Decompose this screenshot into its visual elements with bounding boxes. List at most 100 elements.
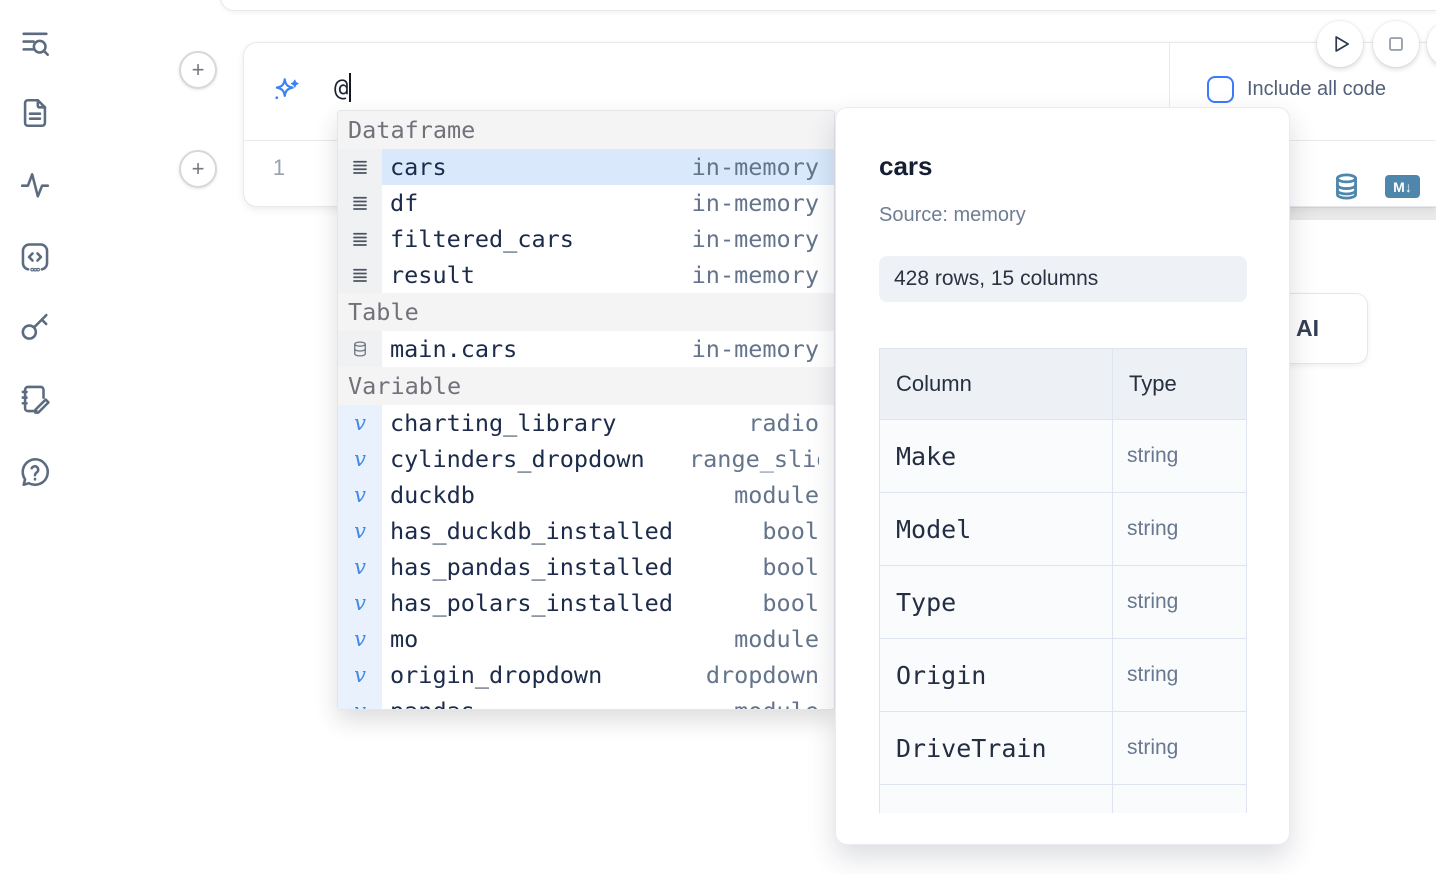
list-search-icon[interactable] [18,26,52,60]
item-name: has_duckdb_installed [390,517,673,545]
item-type: in-memory [691,335,819,363]
autocomplete-item[interactable]: cars in-memory [338,149,834,185]
database-icon[interactable] [1332,171,1361,202]
add-cell-above-button[interactable]: + [179,51,217,89]
variable-icon: v [338,513,382,549]
variable-icon: v [338,657,382,693]
schema-column-name: Type [879,565,1113,639]
dataframe-icon [338,149,382,185]
autocomplete-section-header: Dataframe [338,111,834,149]
activity-icon[interactable] [18,168,52,202]
schema-column-type: string [1112,492,1247,566]
item-type: in-memory [691,261,819,289]
variable-icon: v [338,621,382,657]
item-type: dropdown [705,661,819,689]
item-name: df [390,189,419,217]
schema-column-name: Origin [879,638,1113,712]
item-name: main.cars [390,335,518,363]
item-name: mo [390,625,419,653]
schema-column-name [879,784,1113,813]
item-name: result [390,261,475,289]
dataframe-preview-popup: cars Source: memory 428 rows, 15 columns… [835,107,1290,845]
schema-column-type [1112,784,1247,813]
autocomplete-item[interactable]: v charting_library radio [338,405,834,441]
text-caret [349,73,352,102]
autocomplete-section-header: Table [338,293,834,331]
autocomplete-item[interactable]: v has_polars_installed bool [338,585,834,621]
preview-source: Source: memory [879,204,1026,226]
autocomplete-item[interactable]: vpandasmodule [338,693,834,709]
item-name: pandas [390,697,475,709]
prompt-value: @ [334,73,352,102]
autocomplete-section-header: Variable [338,367,834,405]
schema-column-type: string [1112,419,1247,493]
item-type: in-memory [691,225,819,253]
dataframe-icon [338,185,382,221]
item-name: cylinders_dropdown [390,445,645,473]
autocomplete-item[interactable]: main.cars in-memory [338,331,834,367]
extra-action-button[interactable] [1427,21,1436,67]
autocomplete-item[interactable]: result in-memory [338,257,834,293]
sparkles-icon [271,75,301,105]
variable-icon: v [338,477,382,513]
notebook-edit-icon[interactable] [18,382,52,416]
previous-cell-edge [220,0,1436,11]
item-name: duckdb [390,481,475,509]
table-icon [338,331,382,367]
item-type: bool [762,553,819,581]
preview-title: cars [879,151,933,181]
schema-row [879,784,1247,813]
item-name: cars [390,153,447,181]
autocomplete-item[interactable]: df in-memory [338,185,834,221]
variable-icon: v [338,405,382,441]
item-name: has_polars_installed [390,589,673,617]
item-type: in-memory [691,189,819,217]
schema-column-name: Make [879,419,1113,493]
schema-column-name: DriveTrain [879,711,1113,785]
divider [1169,43,1170,141]
preview-shape-badge: 428 rows, 15 columns [879,256,1247,302]
key-icon[interactable] [18,310,52,344]
run-cell-button[interactable] [1317,21,1363,67]
item-type: module [734,625,819,653]
file-document-icon[interactable] [18,96,52,130]
play-icon [1327,31,1353,57]
item-type: in-memory [691,153,819,181]
schema-column-type: string [1112,711,1247,785]
help-icon[interactable] [18,455,52,489]
add-cell-below-button[interactable]: + [179,150,217,188]
item-type: module [689,697,819,709]
variable-icon: v [338,585,382,621]
item-name: origin_dropdown [390,661,603,689]
include-all-code-checkbox[interactable] [1207,76,1234,103]
autocomplete-item[interactable]: v origin_dropdown dropdown [338,657,834,693]
variable-icon: v [338,549,382,585]
schema-column-header: Type [1112,348,1247,420]
stop-icon [1383,31,1409,57]
schema-column-name: Model [879,492,1113,566]
item-type: bool [762,589,819,617]
item-name: charting_library [390,409,617,437]
markdown-icon[interactable]: M↓ [1385,175,1420,198]
dataframe-icon [338,257,382,293]
line-number: 1 [272,155,286,180]
item-type: radio [748,409,819,437]
code-snippets-icon[interactable] [18,240,52,274]
schema-column-header: Column [879,348,1113,420]
schema-column-type: string [1112,638,1247,712]
variable-icon: v [338,441,382,477]
stop-button[interactable] [1373,21,1419,67]
